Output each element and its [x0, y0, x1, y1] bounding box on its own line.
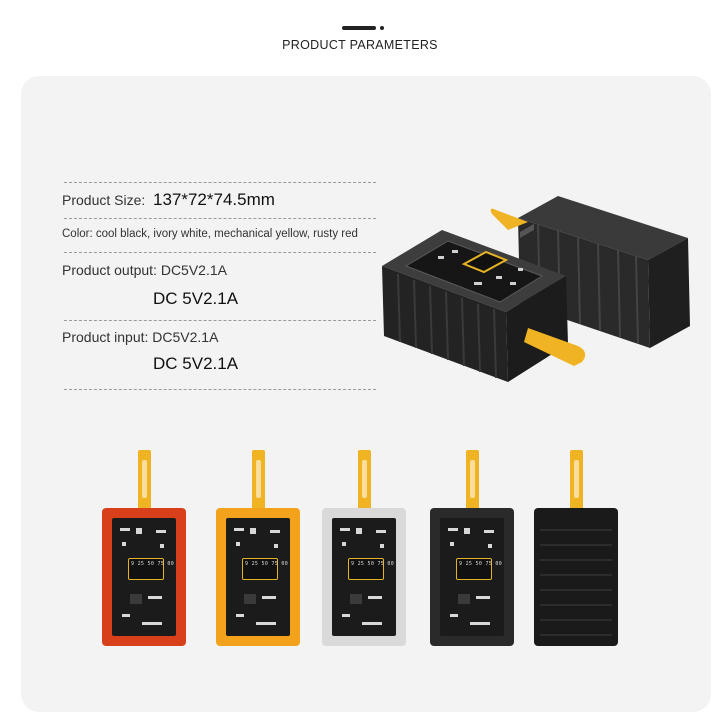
- product-output: Product output: DC5V2.1A: [62, 262, 227, 278]
- product-size-label: Product Size:: [62, 192, 146, 208]
- section-title: PRODUCT PARAMETERS: [282, 38, 438, 52]
- product-output-value: DC 5V2.1A: [153, 289, 239, 308]
- product-input-value: DC 5V2.1A: [153, 354, 239, 373]
- divider: [64, 252, 376, 253]
- color-options: Color: cool black, ivory white, mechanic…: [62, 228, 358, 240]
- divider: [64, 182, 376, 183]
- product-input: Product input: DC5V2.1A: [62, 329, 219, 345]
- variant-cool-black-transparent: 9 25 50 75 00: [430, 450, 514, 646]
- variant-rusty-red: 9 25 50 75 00: [102, 450, 186, 646]
- divider: [64, 218, 376, 219]
- product-size-value: 137*72*74.5mm: [153, 190, 275, 209]
- variant-ivory-white: 9 25 50 75 00: [322, 450, 406, 646]
- front-unit: [382, 223, 586, 382]
- back-unit: [490, 196, 690, 348]
- power-bank-hero-image: [382, 196, 690, 382]
- divider: [64, 320, 376, 321]
- variant-cool-black-solid: [534, 450, 618, 646]
- divider: [64, 389, 376, 390]
- variant-mechanical-yellow: 9 25 50 75 00: [216, 450, 300, 646]
